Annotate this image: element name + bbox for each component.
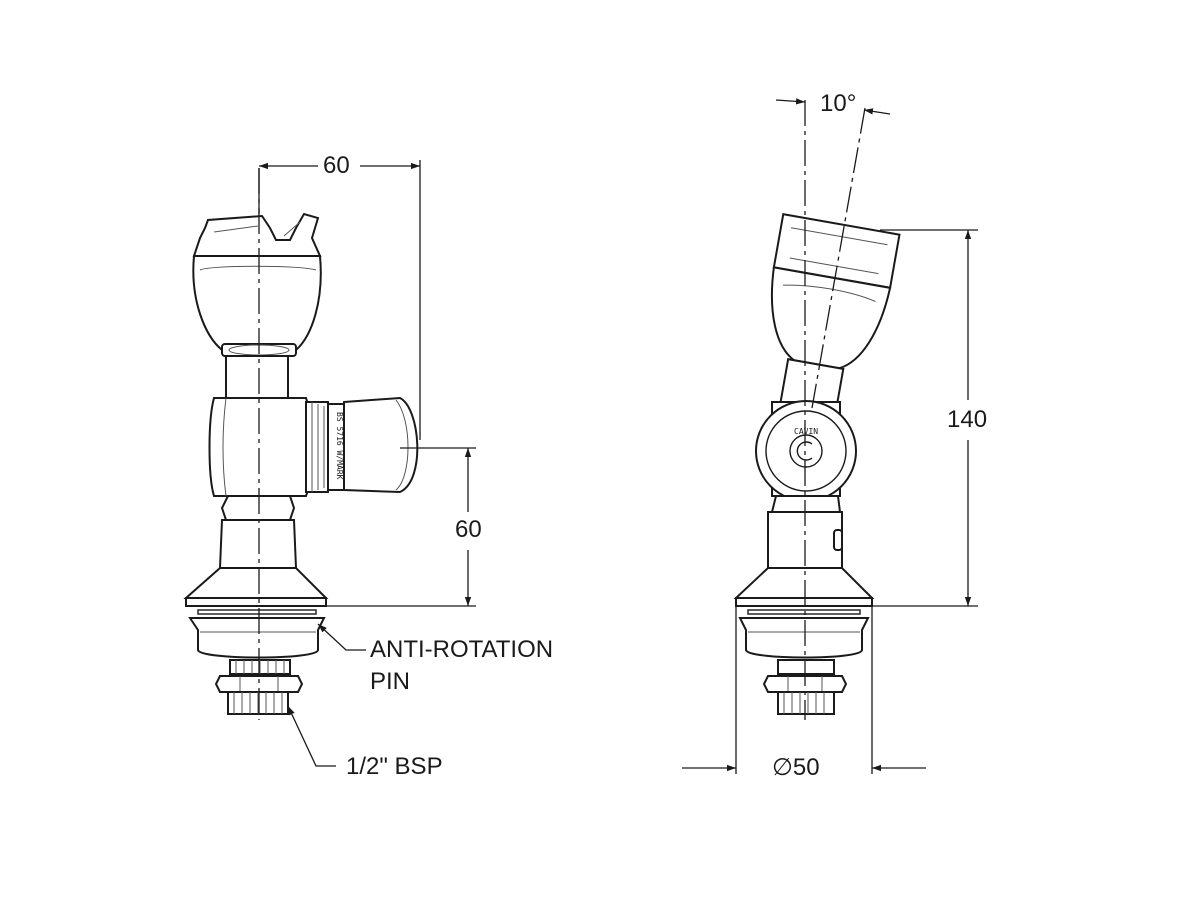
diameter-symbol: ∅ <box>772 754 793 781</box>
thread-size-callout: 1/2" BSP <box>346 753 443 780</box>
front-diameter-label: ∅50 <box>772 756 820 780</box>
anti-rotation-pin-callout: ANTI-ROTATION <box>370 636 554 663</box>
front-diameter-dimension <box>682 606 926 774</box>
side-neck <box>225 355 289 399</box>
side-knob-marking: BS 5716 W/MARK <box>335 412 344 480</box>
front-view: CAVIN <box>682 98 978 774</box>
side-width-label: 60 <box>320 154 353 178</box>
side-valve-body <box>208 397 345 497</box>
side-knob: BS 5716 W/MARK <box>335 396 419 494</box>
front-height-dimension <box>872 229 978 607</box>
front-hub: CAVIN <box>755 400 857 502</box>
front-height-label: 140 <box>944 408 991 432</box>
side-width-dimension <box>258 160 421 440</box>
front-cradle <box>770 213 901 420</box>
front-knob-marking: CAVIN <box>794 427 818 436</box>
side-height-label: 60 <box>452 518 485 542</box>
front-angle-dimension <box>775 98 891 115</box>
side-cradle <box>192 212 322 357</box>
front-angle-label: 10° <box>820 90 857 117</box>
diameter-value: 50 <box>792 754 820 781</box>
side-view: BS 5716 W/MARK <box>183 160 476 767</box>
side-callout-leaders <box>287 623 366 767</box>
front-tilted-centerline <box>811 107 866 409</box>
front-base <box>733 495 875 715</box>
anti-rotation-pin-callout-line2: PIN <box>370 668 411 695</box>
side-height-dimension <box>326 447 476 607</box>
side-base <box>183 495 329 715</box>
